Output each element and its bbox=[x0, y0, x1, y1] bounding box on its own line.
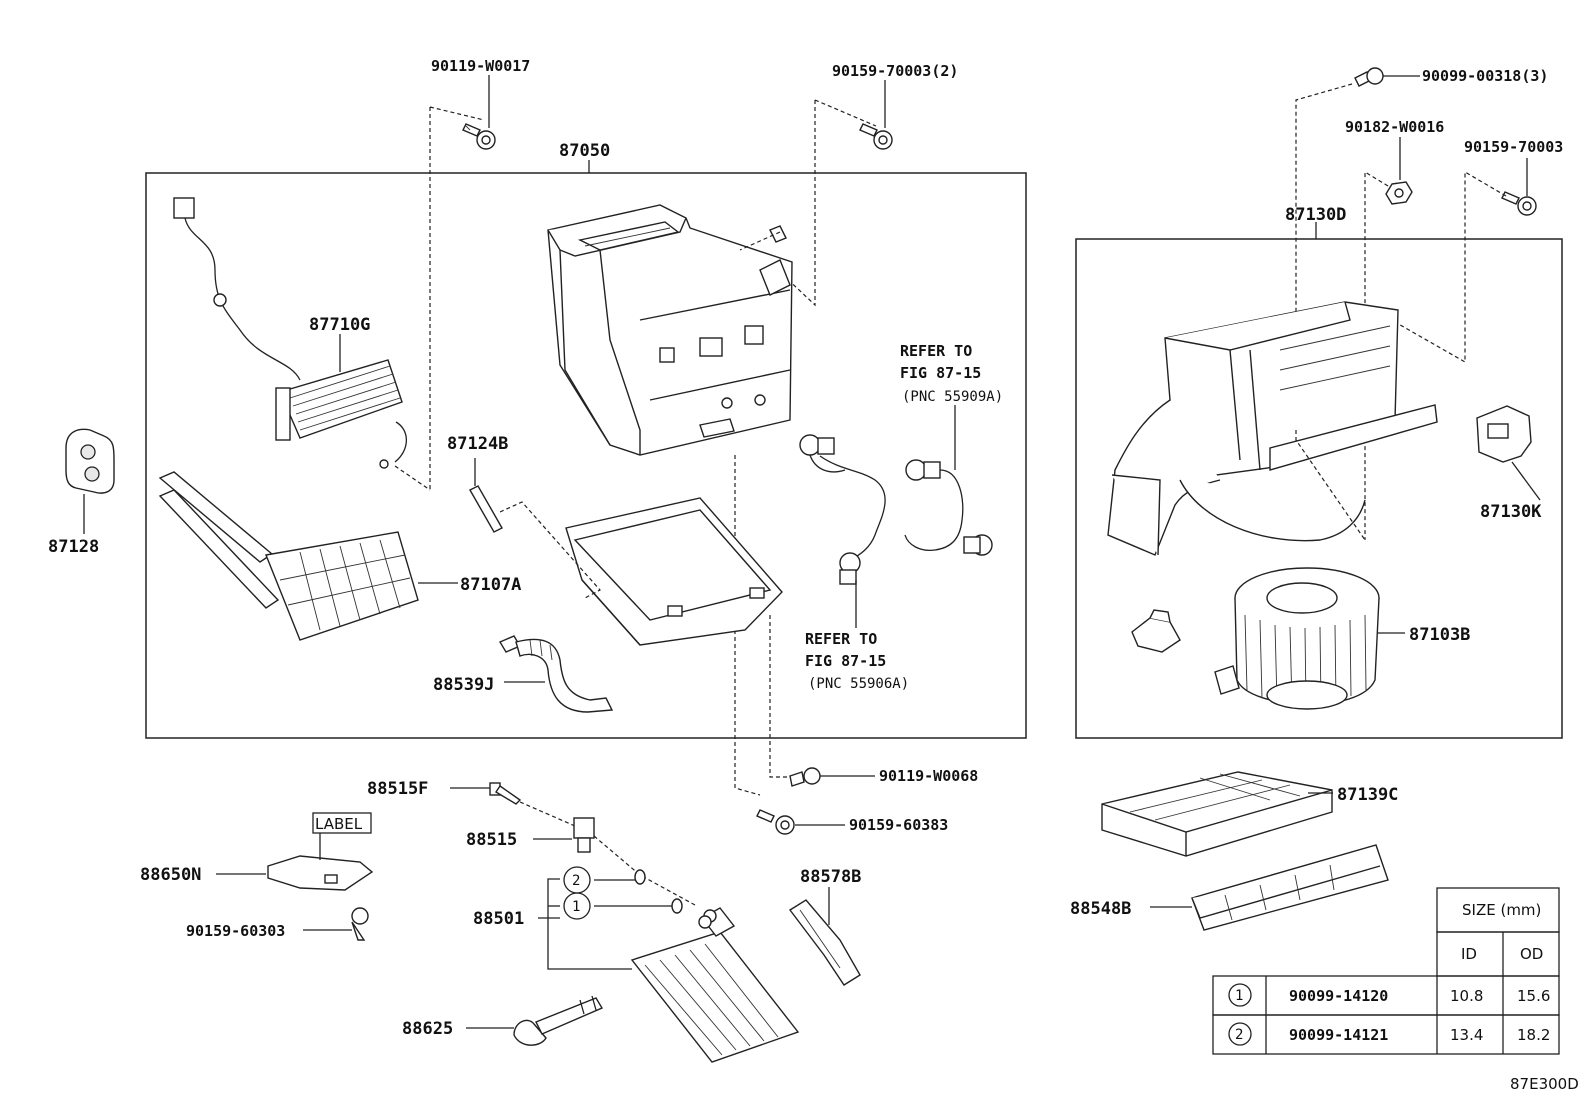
screw-90119-w0017-icon bbox=[462, 75, 496, 150]
packing-87124b-icon bbox=[469, 485, 503, 533]
label-88650n: 88650N bbox=[140, 865, 201, 885]
grommet-87128-icon bbox=[65, 428, 115, 494]
svg-text:FIG 87-15: FIG 87-15 bbox=[900, 364, 981, 382]
label-90119-w0017: 90119-W0017 bbox=[431, 57, 530, 75]
small-clip-icon bbox=[1131, 609, 1181, 653]
callout-2: 2 bbox=[572, 873, 580, 889]
sensor-88625-icon bbox=[513, 995, 604, 1046]
seal-88578b-icon bbox=[788, 899, 861, 986]
size-table-row1-mark: 1 bbox=[1235, 988, 1243, 1004]
size-table: SIZE (mm) ID OD 1 90099-14120 10.8 15.6 … bbox=[1212, 887, 1560, 1055]
size-table-row1-part: 90099-14120 bbox=[1289, 987, 1388, 1005]
svg-text:REFER TO: REFER TO bbox=[805, 630, 877, 648]
duct-88539j-icon bbox=[498, 635, 614, 713]
svg-text:REFER TO: REFER TO bbox=[900, 342, 972, 360]
svg-text:(PNC 55906A): (PNC 55906A) bbox=[808, 676, 909, 692]
label-88515: 88515 bbox=[466, 830, 517, 850]
size-table-row2-part: 90099-14121 bbox=[1289, 1026, 1388, 1044]
label-88501: 88501 bbox=[473, 909, 524, 929]
label-88625: 88625 bbox=[402, 1019, 453, 1039]
size-table-row2-mark: 2 bbox=[1235, 1027, 1243, 1043]
size-table-col-id: ID bbox=[1461, 945, 1477, 963]
figure-code: 87E300D bbox=[1510, 1075, 1579, 1093]
nut-90182-w0016-icon bbox=[1385, 137, 1413, 205]
servo-motor-harness-left-icon bbox=[799, 434, 886, 585]
filter-cover-88548b-icon bbox=[1191, 844, 1389, 931]
label-tag: LABEL bbox=[315, 815, 363, 833]
size-table-row2-id: 13.4 bbox=[1450, 1026, 1483, 1044]
label-88515f: 88515F bbox=[367, 779, 428, 799]
label-88539j: 88539J bbox=[433, 675, 494, 695]
blower-unit-group-box bbox=[1075, 238, 1563, 739]
evaporator-88501-icon bbox=[630, 907, 800, 1063]
screw-90159-60303-icon bbox=[351, 907, 369, 941]
size-table-header: SIZE (mm) bbox=[1462, 901, 1541, 919]
label-90119-w0068: 90119-W0068 bbox=[879, 767, 978, 785]
svg-text:FIG 87-15: FIG 87-15 bbox=[805, 652, 886, 670]
label-87710g: 87710G bbox=[309, 315, 370, 335]
thermistor-88650n-icon bbox=[267, 855, 374, 891]
label-87130k: 87130K bbox=[1480, 502, 1542, 522]
label-90159-60383: 90159-60383 bbox=[849, 816, 948, 834]
size-table-row1-od: 15.6 bbox=[1517, 987, 1550, 1005]
heater-core-87710g-icon bbox=[173, 197, 408, 469]
label-88548b: 88548B bbox=[1070, 899, 1131, 919]
label-87107a: 87107A bbox=[460, 575, 521, 595]
label-90159-70003: 90159-70003 bbox=[1464, 138, 1563, 156]
air-filter-87139c-icon bbox=[1101, 771, 1333, 857]
screw-90159-70003-icon bbox=[859, 80, 893, 150]
svg-text:(PNC 55909A): (PNC 55909A) bbox=[902, 389, 1003, 405]
size-table-row2-od: 18.2 bbox=[1517, 1026, 1550, 1044]
size-table-col-od: OD bbox=[1520, 945, 1543, 963]
heater-unit-group-box bbox=[145, 172, 1027, 739]
servo-motor-harness-right-icon bbox=[904, 459, 993, 556]
size-table-row1-id: 10.8 bbox=[1450, 987, 1483, 1005]
label-87103b: 87103B bbox=[1409, 625, 1470, 645]
refer-note-55906a: REFER TO FIG 87-15 (PNC 55906A) bbox=[805, 630, 909, 692]
label-90159-60303: 90159-60303 bbox=[186, 922, 285, 940]
label-90099-00318-3: 90099-00318(3) bbox=[1422, 67, 1548, 85]
screw-90099-00318-icon bbox=[1354, 67, 1420, 87]
bolt-88515f-icon bbox=[489, 782, 522, 805]
callout-1: 1 bbox=[572, 899, 580, 915]
label-87124b: 87124B bbox=[447, 434, 508, 454]
blower-case-87130d-icon bbox=[1107, 301, 1438, 556]
label-88578b: 88578B bbox=[800, 867, 861, 887]
resistor-87130k-icon bbox=[1476, 405, 1532, 463]
label-90159-70003-2: 90159-70003(2) bbox=[832, 62, 958, 80]
refer-note-55909a: REFER TO FIG 87-15 (PNC 55909A) bbox=[900, 342, 1003, 405]
screw-90159-60383-icon bbox=[756, 809, 795, 835]
expansion-valve-88515-icon bbox=[573, 817, 595, 853]
heater-core-87107a-icon bbox=[158, 471, 419, 641]
heater-case-87050-icon bbox=[547, 204, 793, 456]
blower-motor-87103b-icon bbox=[1214, 567, 1380, 710]
screw-90119-w0068-icon bbox=[789, 767, 821, 787]
label-87130d: 87130D bbox=[1285, 205, 1346, 225]
label-87050: 87050 bbox=[559, 141, 610, 161]
label-87128: 87128 bbox=[48, 537, 99, 557]
label-87139c: 87139C bbox=[1337, 785, 1398, 805]
label-90182-w0016: 90182-W0016 bbox=[1345, 118, 1444, 136]
callout-1-circle bbox=[563, 892, 591, 920]
heater-lower-case-icon bbox=[565, 497, 783, 646]
screw-90159-70003-right-icon bbox=[1501, 158, 1537, 216]
